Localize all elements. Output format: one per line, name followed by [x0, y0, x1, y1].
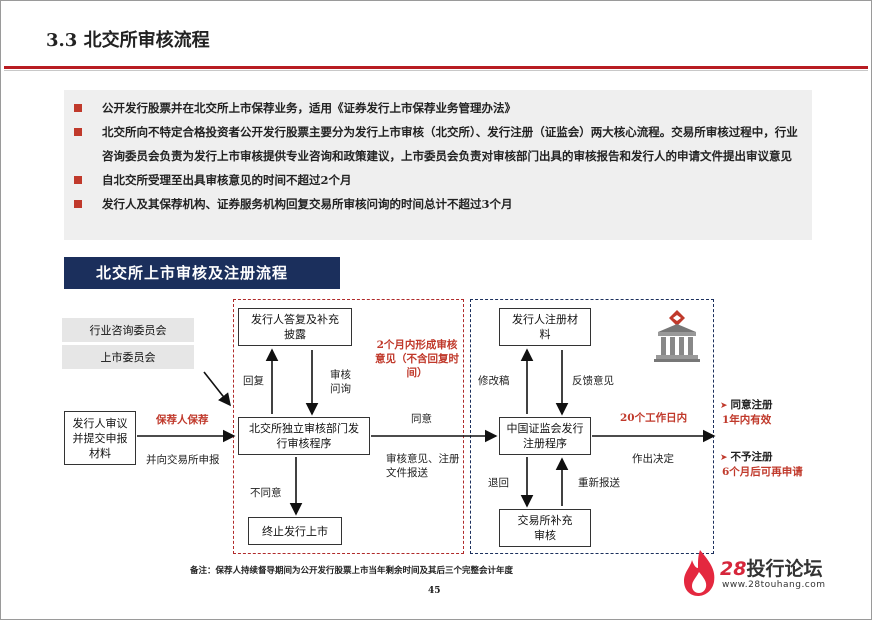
csrc-registration-group — [470, 299, 714, 554]
flame-icon — [684, 550, 715, 596]
return-label: 退回 — [488, 477, 509, 489]
result-reject: ➤不予注册 6个月后可再申请 — [720, 451, 803, 478]
deadline-label: 2个月内形成审核意见（不含回复时间） — [375, 339, 459, 379]
exchange-supplement-box: 交易所补充审核 — [499, 509, 591, 547]
agree-label: 同意 — [411, 413, 432, 425]
exchange-review-group — [233, 299, 464, 554]
inquiry-label: 审核问询 — [330, 369, 351, 395]
result-approve: ➤同意注册 1年内有效 — [720, 399, 773, 426]
summary-bullet: 北交所向不特定合格投资者公开发行股票主要分为发行上市审核（北交所）、发行注册（证… — [74, 120, 802, 168]
logo-text: 28投行论坛 — [720, 558, 823, 580]
terminate-listing-box: 终止发行上市 — [248, 517, 342, 545]
submit-docs-label: 审核意见、注册文件报送 — [386, 453, 460, 479]
feedback-label: 反馈意见 — [572, 375, 614, 387]
issuer-submission-box: 发行人审议并提交申报材料 — [64, 411, 136, 465]
bullet-square-icon — [74, 176, 82, 184]
resubmit-label: 重新报送 — [578, 477, 620, 489]
chevron-right-icon: ➤ — [720, 453, 728, 463]
summary-bullet: 自北交所受理至出具审核意见的时间不超过2个月 — [74, 168, 802, 192]
exchange-review-box: 北交所独立审核部门发行审核程序 — [238, 417, 370, 455]
revise-label: 修改稿 — [478, 375, 510, 387]
diagram-title: 北交所上市审核及注册流程 — [64, 257, 340, 289]
decision-label: 作出决定 — [632, 453, 674, 465]
bullet-square-icon — [74, 128, 82, 136]
disagree-label: 不同意 — [250, 487, 282, 499]
csrc-registration-box: 中国证监会发行注册程序 — [499, 417, 591, 455]
chevron-right-icon: ➤ — [720, 401, 728, 411]
workday-label: 20个工作日内 — [620, 412, 688, 424]
summary-panel: 公开发行股票并在北交所上市保荐业务，适用《证券发行上市保荐业务管理办法》 北交所… — [64, 90, 812, 240]
submit-exchange-label: 并向交易所申报 — [146, 454, 220, 466]
summary-bullet: 公开发行股票并在北交所上市保荐业务，适用《证券发行上市保荐业务管理办法》 — [74, 96, 802, 120]
logo-url: www.28touhang.com — [722, 580, 826, 590]
title-divider-shadow — [4, 70, 868, 71]
industry-committee-box: 行业咨询委员会 — [62, 318, 194, 342]
page-number: 45 — [428, 586, 441, 596]
page-title: 3.3 北交所审核流程 — [46, 30, 210, 51]
footnote: 备注：保荐人持续督导期间为公开发行股票上市当年剩余时间及其后三个完整会计年度 — [190, 566, 514, 576]
sponsor-label: 保荐人保荐 — [156, 414, 209, 426]
issuer-reply-box: 发行人答复及补充披露 — [238, 308, 352, 346]
reply-label: 回复 — [243, 375, 264, 387]
listing-committee-box: 上市委员会 — [62, 345, 194, 369]
bullet-square-icon — [74, 200, 82, 208]
csrc-building-icon — [654, 310, 700, 362]
bullet-square-icon — [74, 104, 82, 112]
forum-logo: 28投行论坛 www.28touhang.com — [680, 548, 860, 598]
issuer-registration-box: 发行人注册材料 — [499, 308, 591, 346]
title-divider — [4, 66, 868, 69]
summary-bullet: 发行人及其保荐机构、证券服务机构回复交易所审核问询的时间总计不超过3个月 — [74, 192, 802, 216]
